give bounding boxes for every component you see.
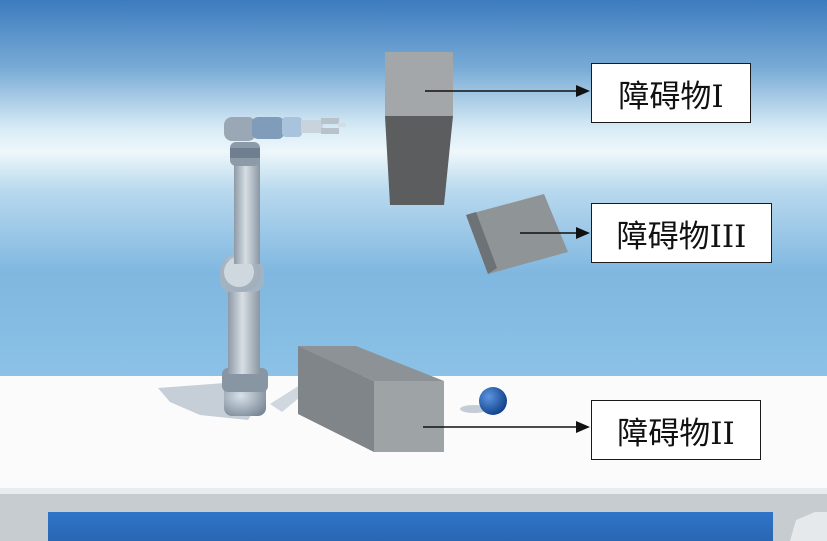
leader-line-obstacle-1 <box>425 85 590 97</box>
obstacle-3-label: 障碍物III <box>591 203 772 263</box>
leader-line-obstacle-3 <box>520 227 590 239</box>
leader-line-obstacle-2 <box>423 421 590 433</box>
obstacle-1-label: 障碍物I <box>591 63 751 123</box>
obstacle-1-box <box>385 52 453 205</box>
obstacle-3-box <box>466 194 568 274</box>
bottom-panel <box>48 512 773 541</box>
obstacle-2-box <box>298 346 444 452</box>
obstacle-2-label: 障碍物II <box>591 400 761 460</box>
ball-icon <box>479 387 507 415</box>
gripper-icon <box>301 118 346 134</box>
robot-arm-icon <box>220 117 346 416</box>
